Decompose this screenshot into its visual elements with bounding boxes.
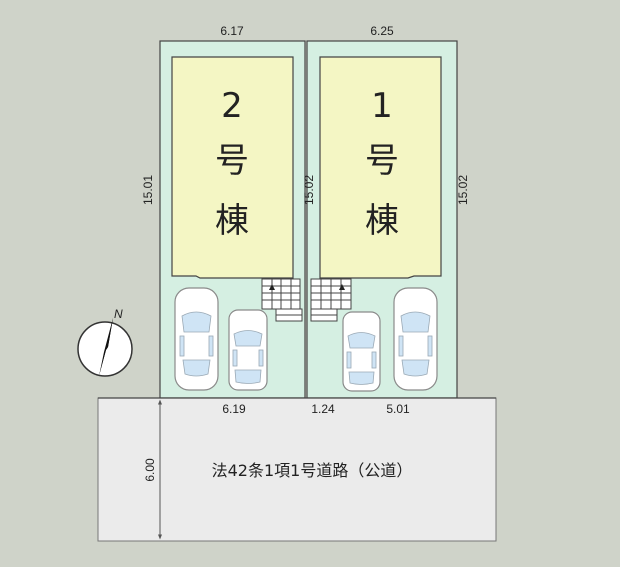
lot-2-char-1: 号 bbox=[215, 141, 249, 181]
car-sedan-lot1 bbox=[393, 287, 438, 391]
frontage-gap-label: 1.24 bbox=[311, 402, 335, 416]
lot-2-depth-label: 15.01 bbox=[141, 175, 155, 205]
lot-1-width-label: 6.25 bbox=[370, 24, 394, 38]
car-compact-lot2 bbox=[228, 309, 268, 391]
car-compact-lot1 bbox=[342, 311, 381, 392]
lot-2-char-2: 棟 bbox=[215, 201, 249, 241]
entrance-steps-2 bbox=[261, 278, 303, 322]
lot-1-depth-label: 15.02 bbox=[456, 175, 470, 205]
lot-1-char-2: 棟 bbox=[365, 201, 399, 241]
shared-depth-label: 15.02 bbox=[302, 175, 316, 205]
car-sedan-lot2 bbox=[174, 287, 219, 391]
lot-1-number: 1 bbox=[371, 86, 393, 126]
frontage-right-label: 5.01 bbox=[386, 402, 410, 416]
building-1 bbox=[319, 56, 442, 279]
north-compass: N bbox=[77, 307, 133, 377]
frontage-left-label: 6.19 bbox=[222, 402, 246, 416]
north-label: N bbox=[114, 307, 123, 321]
entrance-steps-1 bbox=[310, 278, 352, 322]
road-width-label: 6.00 bbox=[143, 458, 157, 482]
road-description: 法42条1項1号道路（公道） bbox=[212, 461, 413, 480]
building-2 bbox=[171, 56, 294, 279]
road bbox=[97, 397, 497, 542]
lot-2-width-label: 6.17 bbox=[220, 24, 244, 38]
lot-1-char-1: 号 bbox=[365, 141, 399, 181]
lot-2-number: 2 bbox=[221, 86, 243, 126]
